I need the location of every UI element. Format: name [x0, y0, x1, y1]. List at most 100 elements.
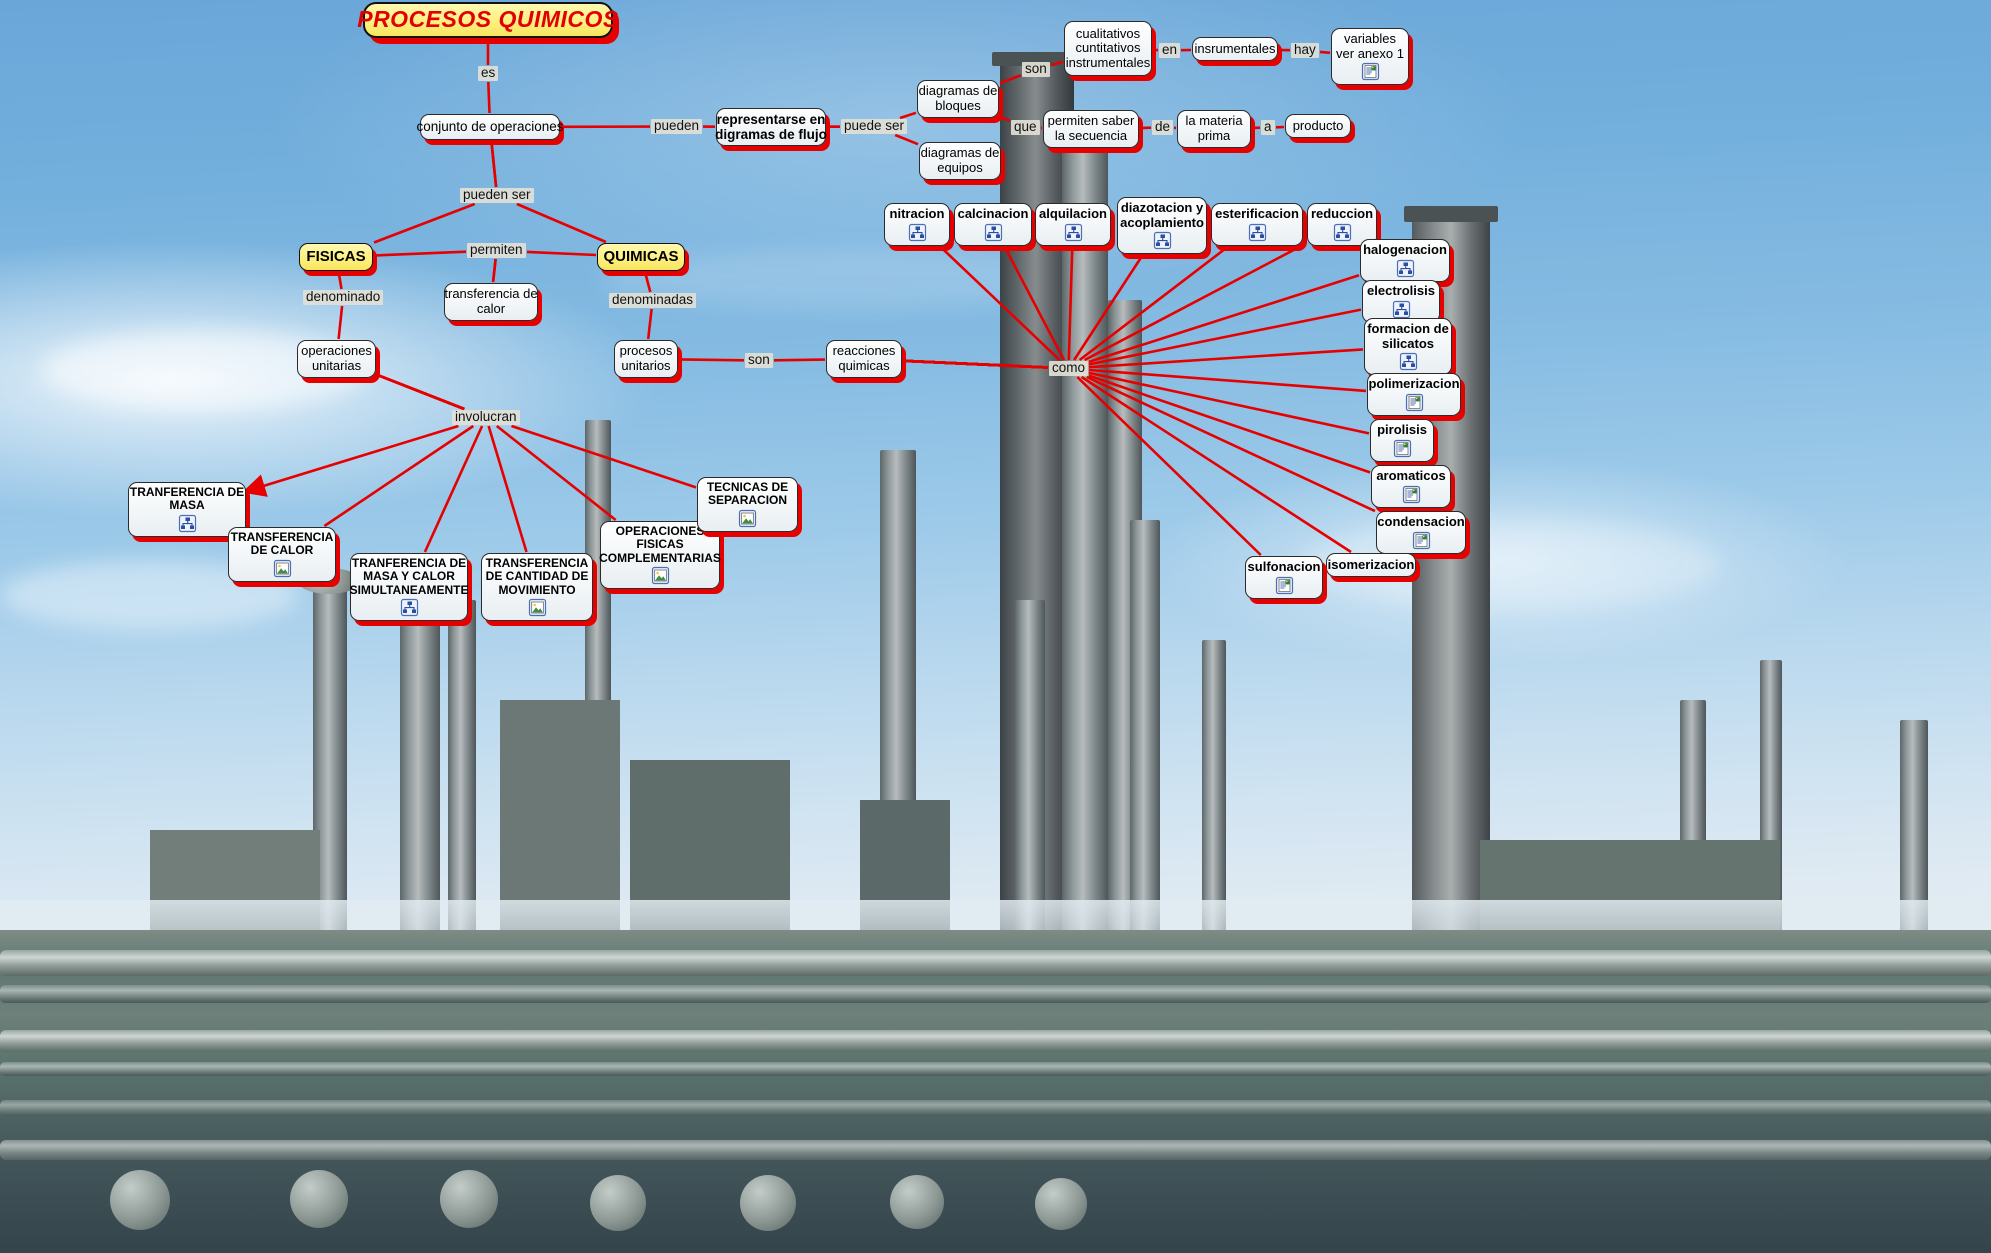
concept-node-label: polimerizacion — [1368, 376, 1460, 391]
link-phrase-en[interactable]: en — [1159, 42, 1181, 58]
link-phrase-puede_ser[interactable]: puede ser — [841, 118, 908, 134]
link-phrase-involucran[interactable]: involucran — [452, 409, 520, 425]
pipe-run — [0, 950, 1991, 976]
tree-icon[interactable] — [1064, 223, 1083, 242]
document-icon[interactable] — [1412, 531, 1431, 550]
document-icon[interactable] — [1402, 485, 1421, 504]
link-phrase-hay[interactable]: hay — [1291, 42, 1319, 58]
concept-node-quimicas[interactable]: QUIMICAS — [597, 243, 685, 271]
stack-cap — [1404, 206, 1498, 222]
concept-node-sulfonacion[interactable]: sulfonacion — [1245, 556, 1323, 599]
concept-node-producto[interactable]: producto — [1285, 114, 1351, 138]
link-phrase-que[interactable]: que — [1011, 119, 1040, 135]
image-icon[interactable] — [651, 566, 670, 585]
link-phrase-como[interactable]: como — [1049, 360, 1089, 376]
image-icon[interactable] — [528, 598, 547, 617]
image-icon[interactable] — [273, 559, 292, 578]
concept-node-electrolisis[interactable]: electrolisis — [1362, 280, 1440, 323]
concept-node-label: isomerizacion — [1327, 556, 1415, 572]
concept-node-insrument[interactable]: insrumentales — [1192, 37, 1278, 61]
document-icon[interactable] — [1405, 393, 1424, 412]
valve-wheel — [1035, 1178, 1087, 1230]
link-phrase-permiten[interactable]: permiten — [467, 242, 526, 258]
concept-node-label: pirolisis — [1377, 422, 1427, 437]
concept-node-label: nitracion — [889, 206, 945, 221]
concept-node-isomeriz[interactable]: isomerizacion — [1326, 553, 1416, 577]
document-icon[interactable] — [1393, 439, 1412, 458]
concept-node-alquilacion[interactable]: alquilacion — [1035, 203, 1111, 246]
tree-icon[interactable] — [1248, 223, 1267, 242]
distillation-tower — [1130, 520, 1160, 940]
concept-node-root[interactable]: PROCESOS QUIMICOS — [357, 2, 618, 38]
concept-node-nitracion[interactable]: nitracion — [884, 203, 950, 246]
image-icon[interactable] — [738, 509, 757, 528]
link-phrase-son2[interactable]: son — [745, 352, 773, 368]
link-phrase-denominado[interactable]: denominado — [303, 289, 384, 305]
tree-icon[interactable] — [178, 514, 197, 533]
link-phrase-son1[interactable]: son — [1022, 61, 1050, 77]
tree-icon[interactable] — [1396, 259, 1415, 278]
document-icon[interactable] — [1361, 62, 1380, 81]
concept-node-fisicas[interactable]: FISICAS — [299, 243, 373, 271]
tree-icon[interactable] — [908, 223, 927, 242]
valve-wheel — [590, 1175, 646, 1231]
tree-icon[interactable] — [400, 598, 419, 617]
concept-node-polimer[interactable]: polimerizacion — [1367, 373, 1461, 416]
tree-icon[interactable] — [1153, 231, 1172, 250]
tree-icon[interactable] — [1399, 352, 1418, 371]
concept-node-conjunto[interactable]: conjunto de operaciones — [416, 114, 564, 140]
pipe-run — [0, 1100, 1991, 1116]
tree-icon[interactable] — [984, 223, 1003, 242]
distillation-tower — [448, 600, 476, 945]
concept-node-pirolisis[interactable]: pirolisis — [1370, 419, 1434, 462]
concept-node-label: esterificacion — [1215, 206, 1299, 221]
concept-node-calcinacion[interactable]: calcinacion — [954, 203, 1032, 246]
concept-node-aromaticos[interactable]: aromaticos — [1371, 465, 1451, 508]
concept-node-condensacion[interactable]: condensacion — [1376, 511, 1466, 554]
link-phrase-denominadas[interactable]: denominadas — [609, 292, 697, 308]
valve-wheel — [890, 1175, 944, 1229]
link-phrase-pueden[interactable]: pueden — [651, 118, 703, 134]
link-phrase-es[interactable]: es — [478, 65, 499, 81]
document-icon[interactable] — [1275, 576, 1294, 595]
link-phrase-de[interactable]: de — [1152, 119, 1174, 135]
link-phrase-pueden_ser[interactable]: pueden ser — [460, 187, 534, 203]
tree-icon[interactable] — [1333, 223, 1352, 242]
tree-icon[interactable] — [1392, 300, 1411, 319]
concept-node-halogen[interactable]: halogenacion — [1360, 239, 1450, 282]
concept-node-reduccion[interactable]: reduccion — [1307, 203, 1377, 246]
link-phrase-a[interactable]: a — [1261, 119, 1275, 135]
concept-node-esterif[interactable]: esterificacion — [1211, 203, 1303, 246]
